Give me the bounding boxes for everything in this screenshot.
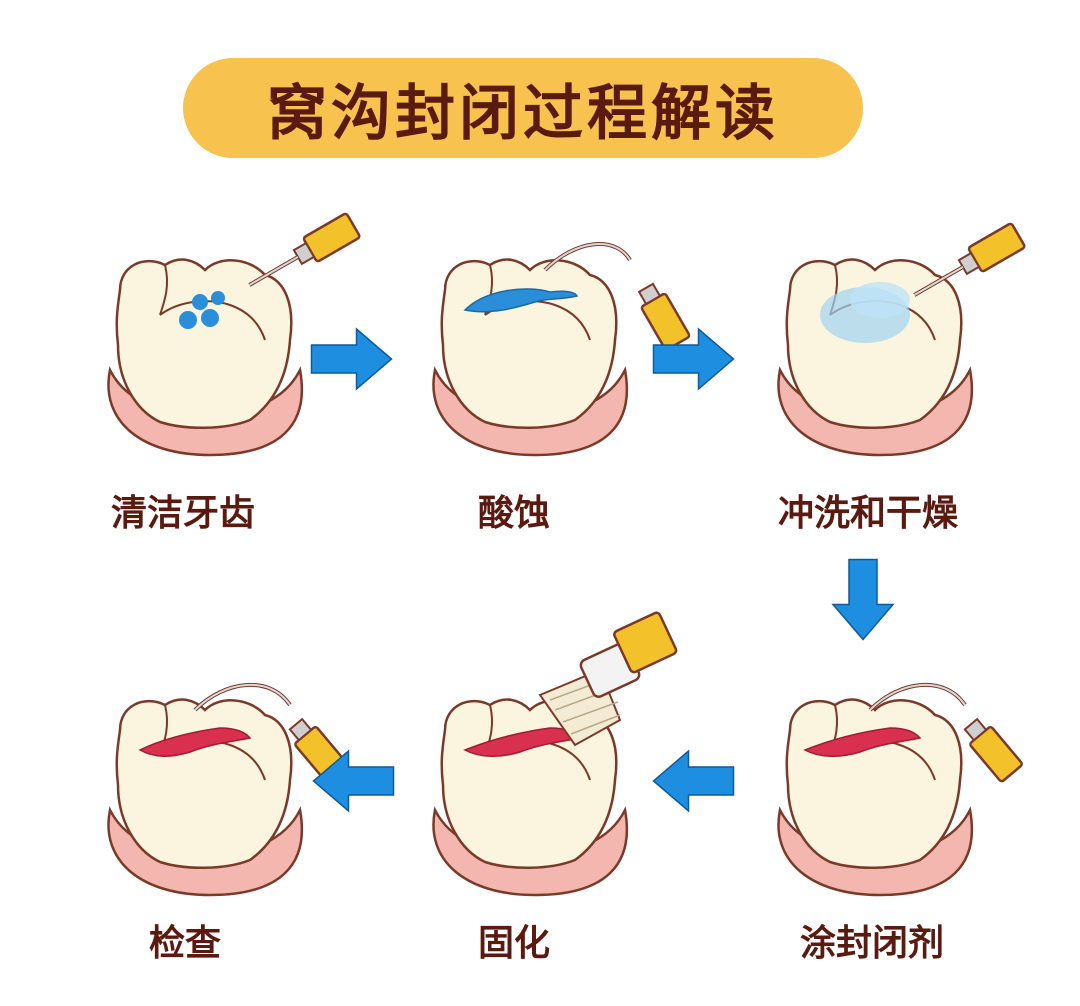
step-1-label: 清洁牙齿 — [110, 493, 256, 534]
arrow-down — [832, 558, 894, 641]
step-6-label: 检查 — [148, 923, 222, 964]
step-1-illustration — [107, 210, 363, 457]
step-4-label: 涂封闭剂 — [799, 923, 945, 964]
arrow-right-1 — [310, 328, 393, 390]
step-5-label: 固化 — [477, 923, 551, 964]
step-5-illustration — [432, 611, 678, 897]
step-3-label: 冲洗和干燥 — [777, 493, 959, 534]
arrow-left-1 — [652, 750, 735, 812]
step-2-illustration — [432, 242, 691, 457]
step-4-illustration — [777, 683, 1023, 897]
step-2-label: 酸蚀 — [477, 493, 551, 534]
page-title: 窝沟封闭过程解读 — [267, 78, 779, 149]
title-banner: 窝沟封闭过程解读 — [183, 58, 863, 158]
step-3-illustration — [777, 220, 1028, 457]
arrow-right-2 — [652, 328, 735, 390]
arrow-left-2 — [312, 750, 395, 812]
